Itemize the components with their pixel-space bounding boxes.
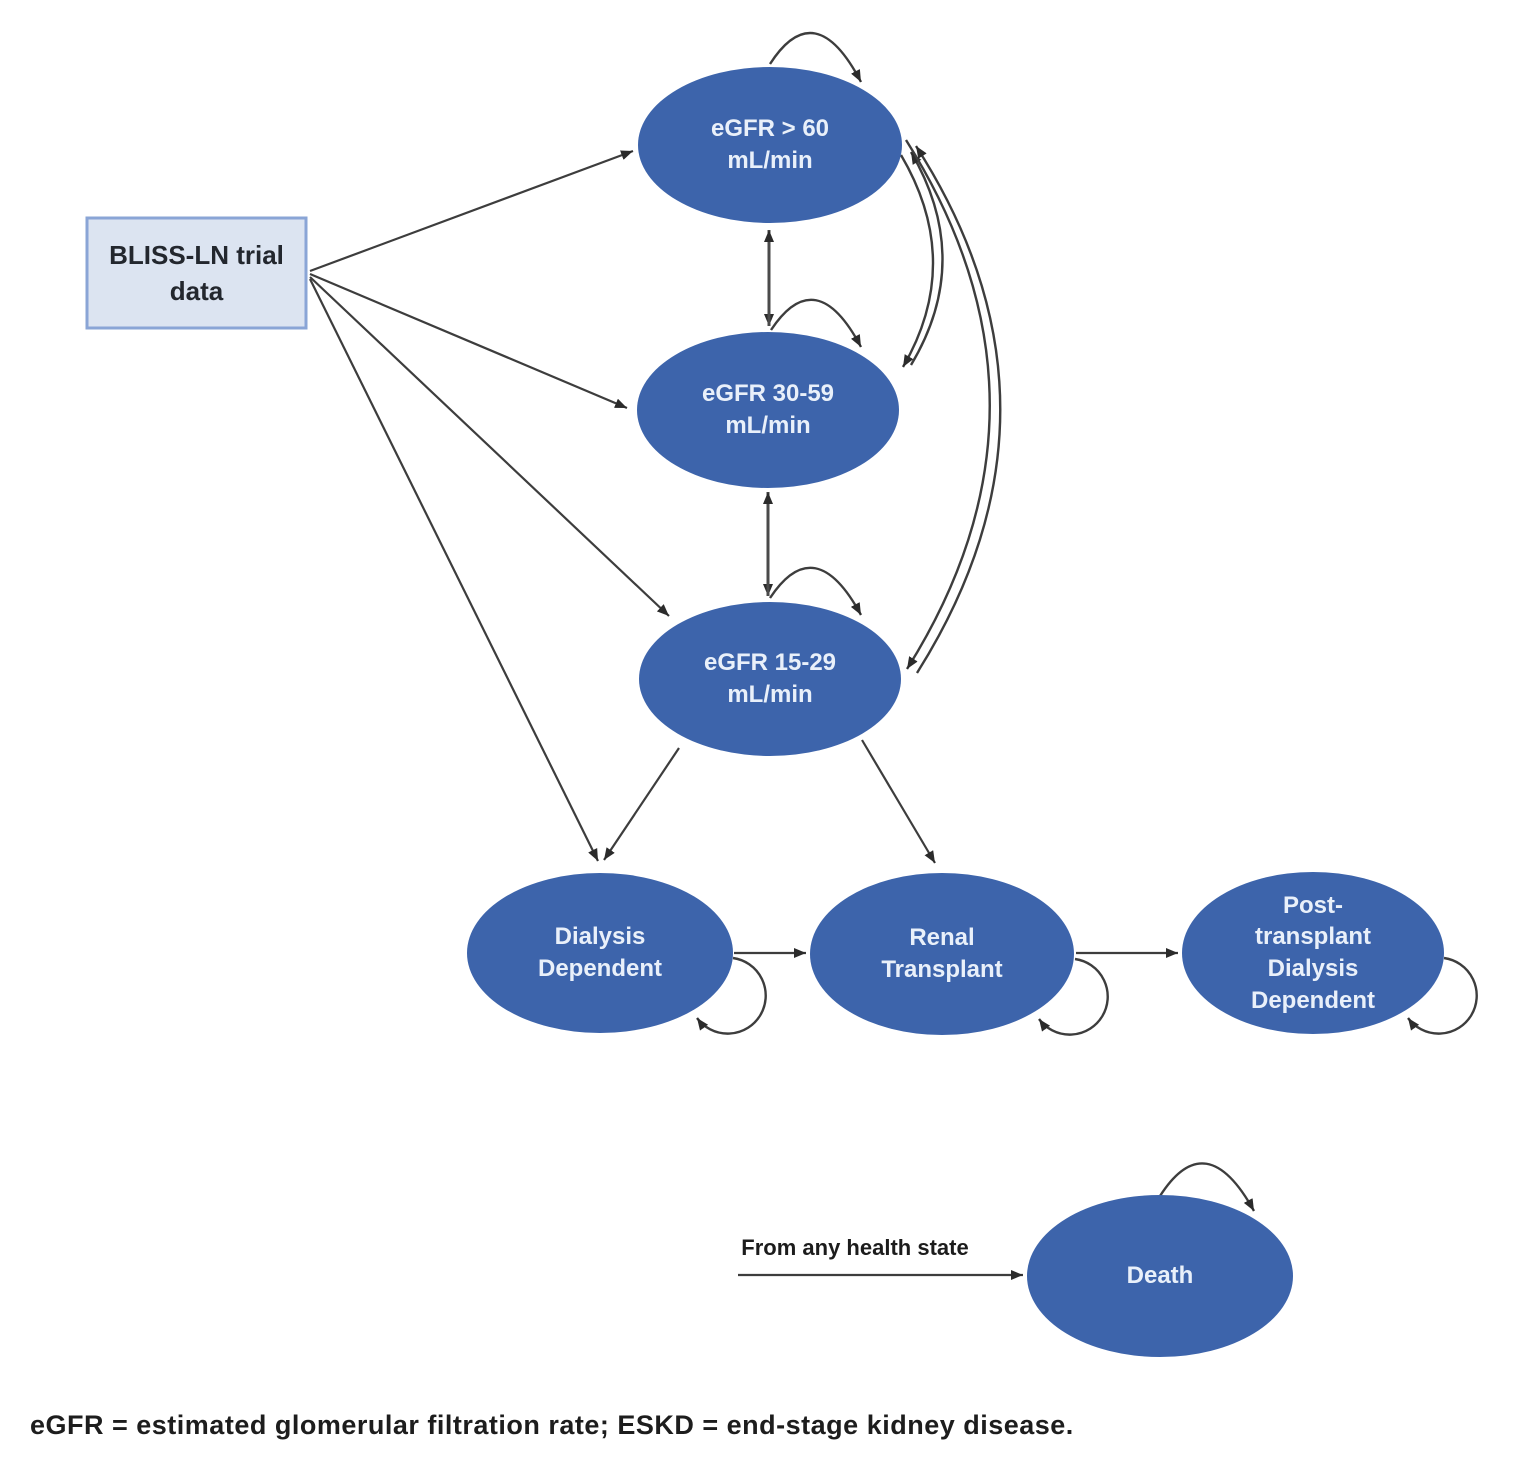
arc-egfr60-to-egfr3059 <box>899 154 935 368</box>
arrow-trial-to-egfr1529 <box>309 276 670 617</box>
node-dialysis-dependent <box>467 873 733 1033</box>
self-loop-death <box>1158 1162 1256 1212</box>
node-egfr-gt60 <box>638 67 902 223</box>
self-loop-egfr3059 <box>769 298 863 348</box>
arc-egfr1529-to-egfr60 <box>914 145 1002 674</box>
node-death <box>1027 1195 1293 1357</box>
self-loop-dialysis <box>696 956 767 1035</box>
arrow-egfr1529-to-dialysis <box>603 747 680 861</box>
trial-data-box <box>85 216 308 330</box>
arrow-egfr1529-to-renal <box>861 739 936 864</box>
node-egfr-15-29 <box>639 602 901 756</box>
arc-egfr3059-to-egfr60 <box>909 151 944 366</box>
self-loop-egfr1529 <box>768 566 863 616</box>
arrow-trial-to-dialysis <box>309 278 599 862</box>
node-post-transplant-dialysis <box>1182 872 1444 1034</box>
self-loop-posttransplant <box>1407 956 1478 1035</box>
node-renal-transplant <box>810 873 1074 1035</box>
arrow-trial-to-egfr60 <box>309 149 634 273</box>
node-egfr-30-59 <box>637 332 899 488</box>
arrow-trial-to-egfr3059 <box>309 272 628 410</box>
arc-egfr60-to-egfr1529 <box>904 139 991 670</box>
self-loop-renal <box>1038 957 1109 1036</box>
self-loop-egfr60 <box>768 31 863 83</box>
